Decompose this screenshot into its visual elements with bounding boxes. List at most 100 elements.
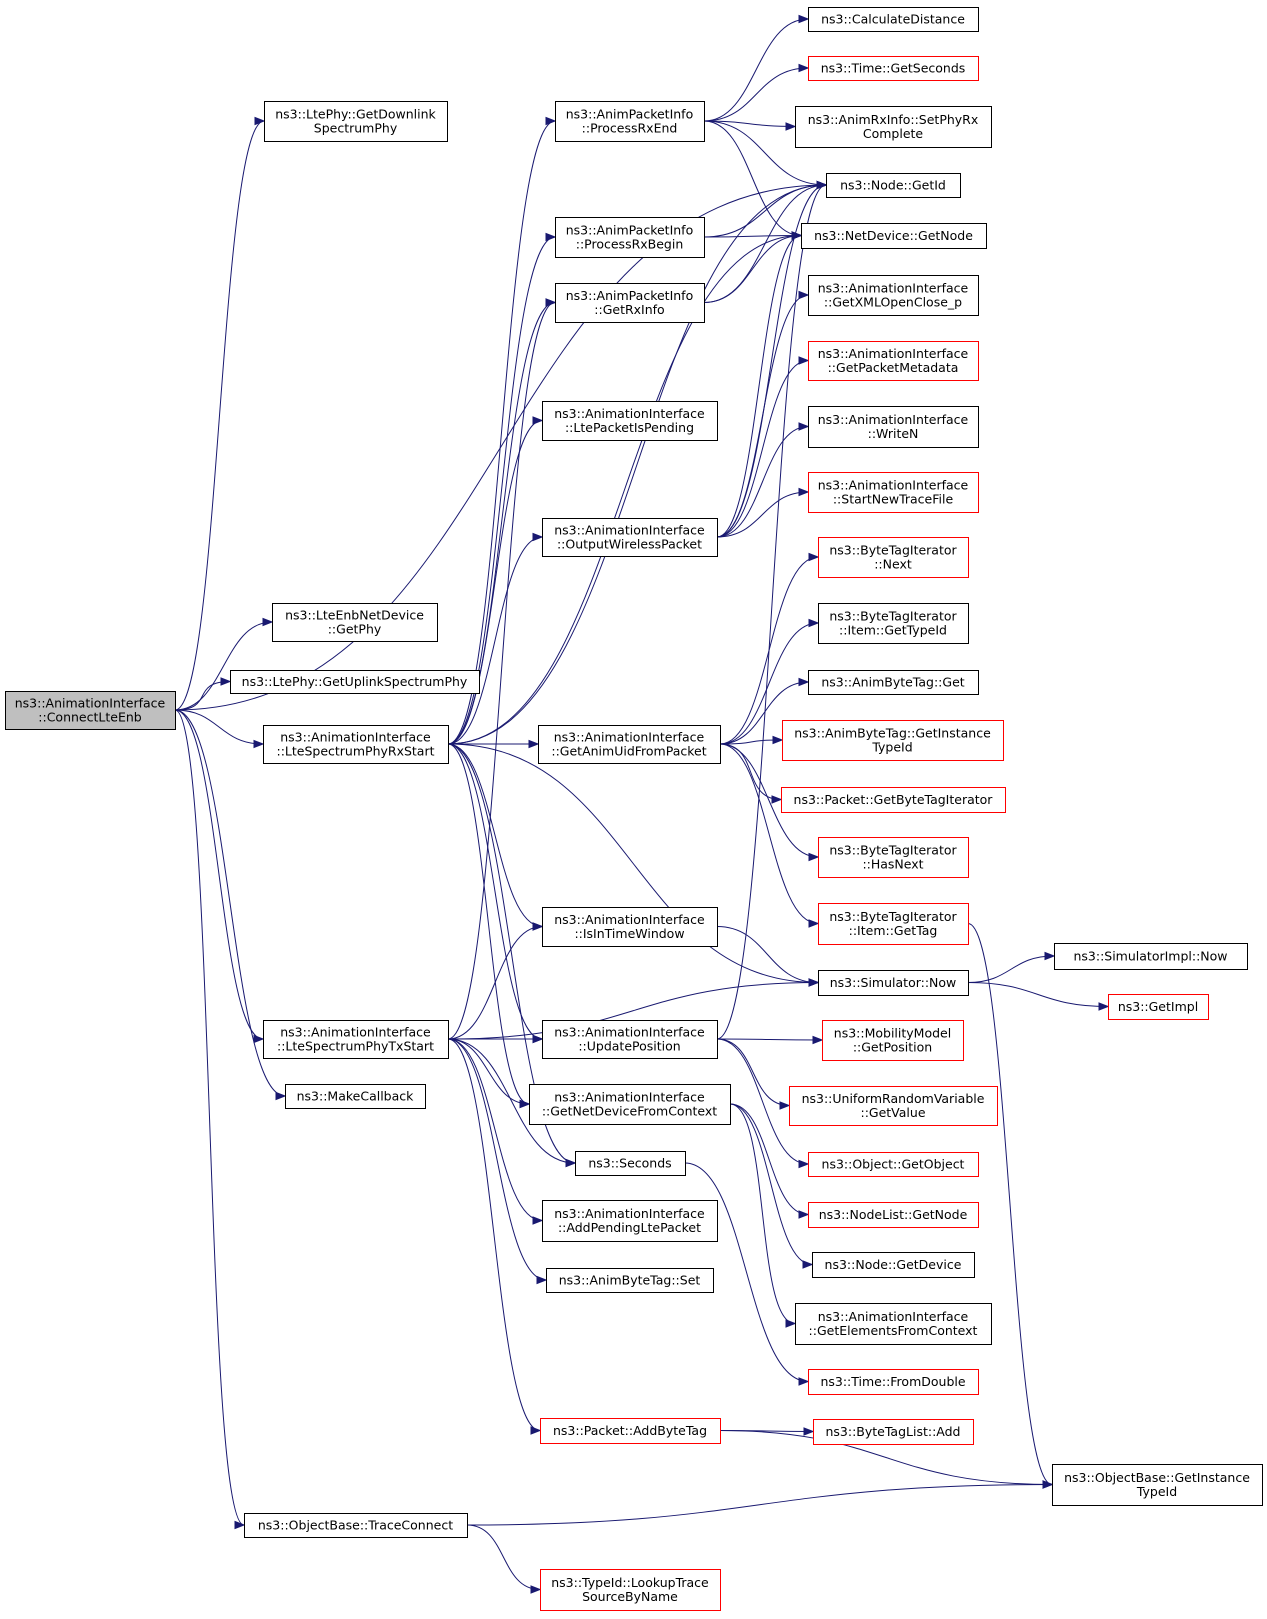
node-label-line: ns3::AnimationInterface xyxy=(818,281,969,296)
node-label-line: ns3::ByteTagIterator xyxy=(829,843,957,858)
node-label-line: ns3::ByteTagIterator xyxy=(829,543,957,558)
node-bytetagset[interactable]: ns3::AnimByteTag::Set xyxy=(546,1268,714,1293)
node-label-line: ::Next xyxy=(874,557,912,572)
node-getelements[interactable]: ns3::AnimationInterface::GetElementsFrom… xyxy=(795,1303,992,1345)
node-simnow[interactable]: ns3::Simulator::Now xyxy=(818,970,969,996)
node-btinext[interactable]: ns3::ByteTagIterator::Next xyxy=(818,537,969,578)
node-label-line: ::GetPhy xyxy=(328,622,382,637)
node-nodegetid[interactable]: ns3::Node::GetId xyxy=(826,173,961,198)
node-urvgetvalue[interactable]: ns3::UniformRandomVariable::GetValue xyxy=(789,1086,998,1126)
node-addbytetag[interactable]: ns3::Packet::AddByteTag xyxy=(540,1418,721,1444)
node-label-line: ns3::AnimPacketInfo xyxy=(566,288,693,303)
node-seconds[interactable]: ns3::Seconds xyxy=(575,1151,686,1176)
edge-addbytetag-to-btlistadd xyxy=(719,1427,815,1436)
node-box xyxy=(808,56,979,81)
node-label-line: ::LteSpectrumPhyRxStart xyxy=(276,744,434,759)
node-pktgetbti[interactable]: ns3::Packet::GetByteTagIterator xyxy=(781,787,1006,813)
node-label-line: ns3::AnimPacketInfo xyxy=(566,223,693,238)
node-processrxend[interactable]: ns3::AnimPacketInfo::ProcessRxEnd xyxy=(555,101,705,142)
node-box xyxy=(263,1020,449,1059)
node-calcdist[interactable]: ns3::CalculateDistance xyxy=(808,7,979,32)
node-txstart[interactable]: ns3::AnimationInterface::LteSpectrumPhyT… xyxy=(263,1020,449,1059)
node-box xyxy=(818,903,969,945)
node-label-line: ns3::AnimationInterface xyxy=(554,1025,705,1040)
node-addpending[interactable]: ns3::AnimationInterface::AddPendingLtePa… xyxy=(542,1200,718,1242)
node-netdevgetnode[interactable]: ns3::NetDevice::GetNode xyxy=(801,223,987,249)
edge-getanimuid-to-abtinst xyxy=(719,735,784,745)
node-btigettypeid[interactable]: ns3::ByteTagIterator::Item::GetTypeId xyxy=(818,603,969,644)
node-label-line: ::StartNewTraceFile xyxy=(833,492,954,507)
node-box xyxy=(542,518,718,557)
edge-isintime-to-simnow xyxy=(716,926,820,987)
node-isintime[interactable]: ns3::AnimationInterface::IsInTimeWindow xyxy=(542,907,718,947)
node-mobgetpos[interactable]: ns3::MobilityModel::GetPosition xyxy=(822,1020,964,1061)
edge-getnetdev-to-getelements xyxy=(729,1103,797,1328)
node-updatepos[interactable]: ns3::AnimationInterface::UpdatePosition xyxy=(542,1020,718,1059)
node-outputwireless[interactable]: ns3::AnimationInterface::OutputWirelessP… xyxy=(542,518,718,557)
node-processrxbegin[interactable]: ns3::AnimPacketInfo::ProcessRxBegin xyxy=(555,217,705,258)
node-simimplnow[interactable]: ns3::SimulatorImpl::Now xyxy=(1054,943,1248,970)
node-enbgetphy[interactable]: ns3::LteEnbNetDevice::GetPhy xyxy=(272,603,438,642)
node-btigettag[interactable]: ns3::ByteTagIterator::Item::GetTag xyxy=(818,903,969,945)
node-objgetobj[interactable]: ns3::Object::GetObject xyxy=(808,1152,979,1177)
node-traceconnect[interactable]: ns3::ObjectBase::TraceConnect xyxy=(244,1513,468,1538)
edge-processrxend-to-getseconds xyxy=(703,63,810,122)
node-label-line: ns3::ObjectBase::GetInstance xyxy=(1064,1470,1250,1485)
node-nodegetdev[interactable]: ns3::Node::GetDevice xyxy=(812,1252,975,1278)
node-box xyxy=(542,1200,718,1242)
edge-rxstart-to-ltepending xyxy=(447,416,544,745)
node-box xyxy=(1052,1464,1263,1506)
node-label-line: ::IsInTimeWindow xyxy=(574,926,684,941)
node-getrxinfo[interactable]: ns3::AnimPacketInfo::GetRxInfo xyxy=(555,283,705,323)
node-label-line: ns3::AnimationInterface xyxy=(818,1309,969,1324)
node-getimpl[interactable]: ns3::GetImpl xyxy=(1108,994,1209,1020)
node-getnetdev[interactable]: ns3::AnimationInterface::GetNetDeviceFro… xyxy=(529,1084,731,1125)
node-rxstart[interactable]: ns3::AnimationInterface::LteSpectrumPhyR… xyxy=(263,725,449,764)
node-label-line: ns3::SimulatorImpl::Now xyxy=(1073,949,1227,964)
node-getanimuid[interactable]: ns3::AnimationInterface::GetAnimUidFromP… xyxy=(538,725,721,764)
node-label-line: ns3::UniformRandomVariable xyxy=(802,1091,985,1106)
node-btihasnext[interactable]: ns3::ByteTagIterator::HasNext xyxy=(818,837,969,878)
node-connect[interactable]: ns3::AnimationInterface::ConnectLteEnb xyxy=(5,691,176,730)
edge-connect-to-enbgetphy xyxy=(174,617,274,711)
node-label-line: ns3::CalculateDistance xyxy=(821,12,965,27)
node-label-line: ::UpdatePosition xyxy=(578,1039,680,1054)
edges-layer xyxy=(174,14,1110,1594)
node-writen[interactable]: ns3::AnimationInterface::WriteN xyxy=(808,406,979,448)
edge-getanimuid-to-btihasnext xyxy=(719,743,820,862)
edge-getanimuid-to-btigettag xyxy=(719,743,820,928)
node-box xyxy=(812,1252,975,1278)
node-getulphy[interactable]: ns3::LtePhy::GetUplinkSpectrumPhy xyxy=(230,670,480,694)
node-label-line: ns3::TypeId::LookupTrace xyxy=(551,1575,709,1590)
edge-updatepos-to-objgetobj xyxy=(716,1038,810,1169)
node-nodelistgetnode[interactable]: ns3::NodeList::GetNode xyxy=(808,1202,979,1228)
node-getpktmeta[interactable]: ns3::AnimationInterface::GetPacketMetada… xyxy=(808,341,979,381)
node-getxml[interactable]: ns3::AnimationInterface::GetXMLOpenClose… xyxy=(808,275,979,316)
node-label-line: TypeId xyxy=(871,740,912,755)
node-box xyxy=(555,101,705,142)
node-label-line: ns3::AnimByteTag::GetInstance xyxy=(794,726,991,741)
edge-outputwireless-to-getpktmeta xyxy=(716,356,810,538)
node-label-line: ns3::AnimRxInfo::SetPhyRx xyxy=(808,112,979,127)
node-newtrace[interactable]: ns3::AnimationInterface::StartNewTraceFi… xyxy=(808,472,979,513)
node-getseconds[interactable]: ns3::Time::GetSeconds xyxy=(808,56,979,81)
node-label-line: ns3::AnimationInterface xyxy=(818,478,969,493)
node-box xyxy=(818,537,969,578)
edge-rxstart-to-getnetdev xyxy=(447,743,531,1109)
node-makecb[interactable]: ns3::MakeCallback xyxy=(285,1084,426,1109)
edge-updatepos-to-urvgetvalue xyxy=(716,1038,791,1110)
node-timefromdouble[interactable]: ns3::Time::FromDouble xyxy=(808,1369,979,1395)
node-ltepending[interactable]: ns3::AnimationInterface::LtePacketIsPend… xyxy=(542,401,718,441)
node-abtget[interactable]: ns3::AnimByteTag::Get xyxy=(808,670,979,695)
node-btlistadd[interactable]: ns3::ByteTagList::Add xyxy=(813,1419,974,1445)
edge-btigettag-to-objbaseinst xyxy=(967,923,1054,1489)
node-box xyxy=(808,472,979,513)
edge-outputwireless-to-writen xyxy=(716,422,810,538)
node-label-line: ns3::Simulator::Now xyxy=(830,975,957,990)
node-label-line: ::ConnectLteEnb xyxy=(38,710,141,725)
